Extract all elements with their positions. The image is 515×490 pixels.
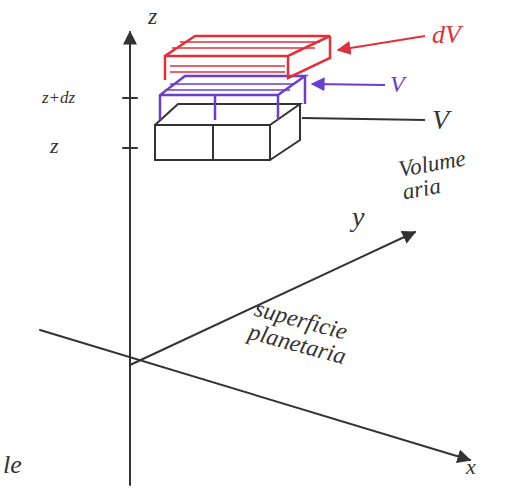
- volume-dv-box: [165, 36, 330, 80]
- axis-label: y: [352, 203, 364, 231]
- tick: [123, 97, 137, 99]
- note-label: Volume aria: [397, 143, 494, 204]
- tick-label: z: [50, 135, 59, 157]
- volume-v-box: [160, 76, 305, 120]
- axis-label: x: [466, 456, 476, 478]
- tick-label: z+dz: [42, 89, 75, 106]
- note-label: superficie planetaria: [246, 296, 384, 376]
- volume-label: V: [390, 72, 405, 96]
- axis-label: z: [148, 4, 157, 28]
- leader-line: [312, 84, 385, 85]
- volume-label: dV: [432, 22, 461, 48]
- volume-label: V: [432, 106, 449, 134]
- x-axis: [40, 330, 470, 460]
- tick: [123, 147, 137, 149]
- fragment-label: le: [3, 452, 22, 478]
- z-axis: [129, 32, 131, 485]
- leader-line: [338, 36, 425, 50]
- leader-line: [302, 118, 425, 120]
